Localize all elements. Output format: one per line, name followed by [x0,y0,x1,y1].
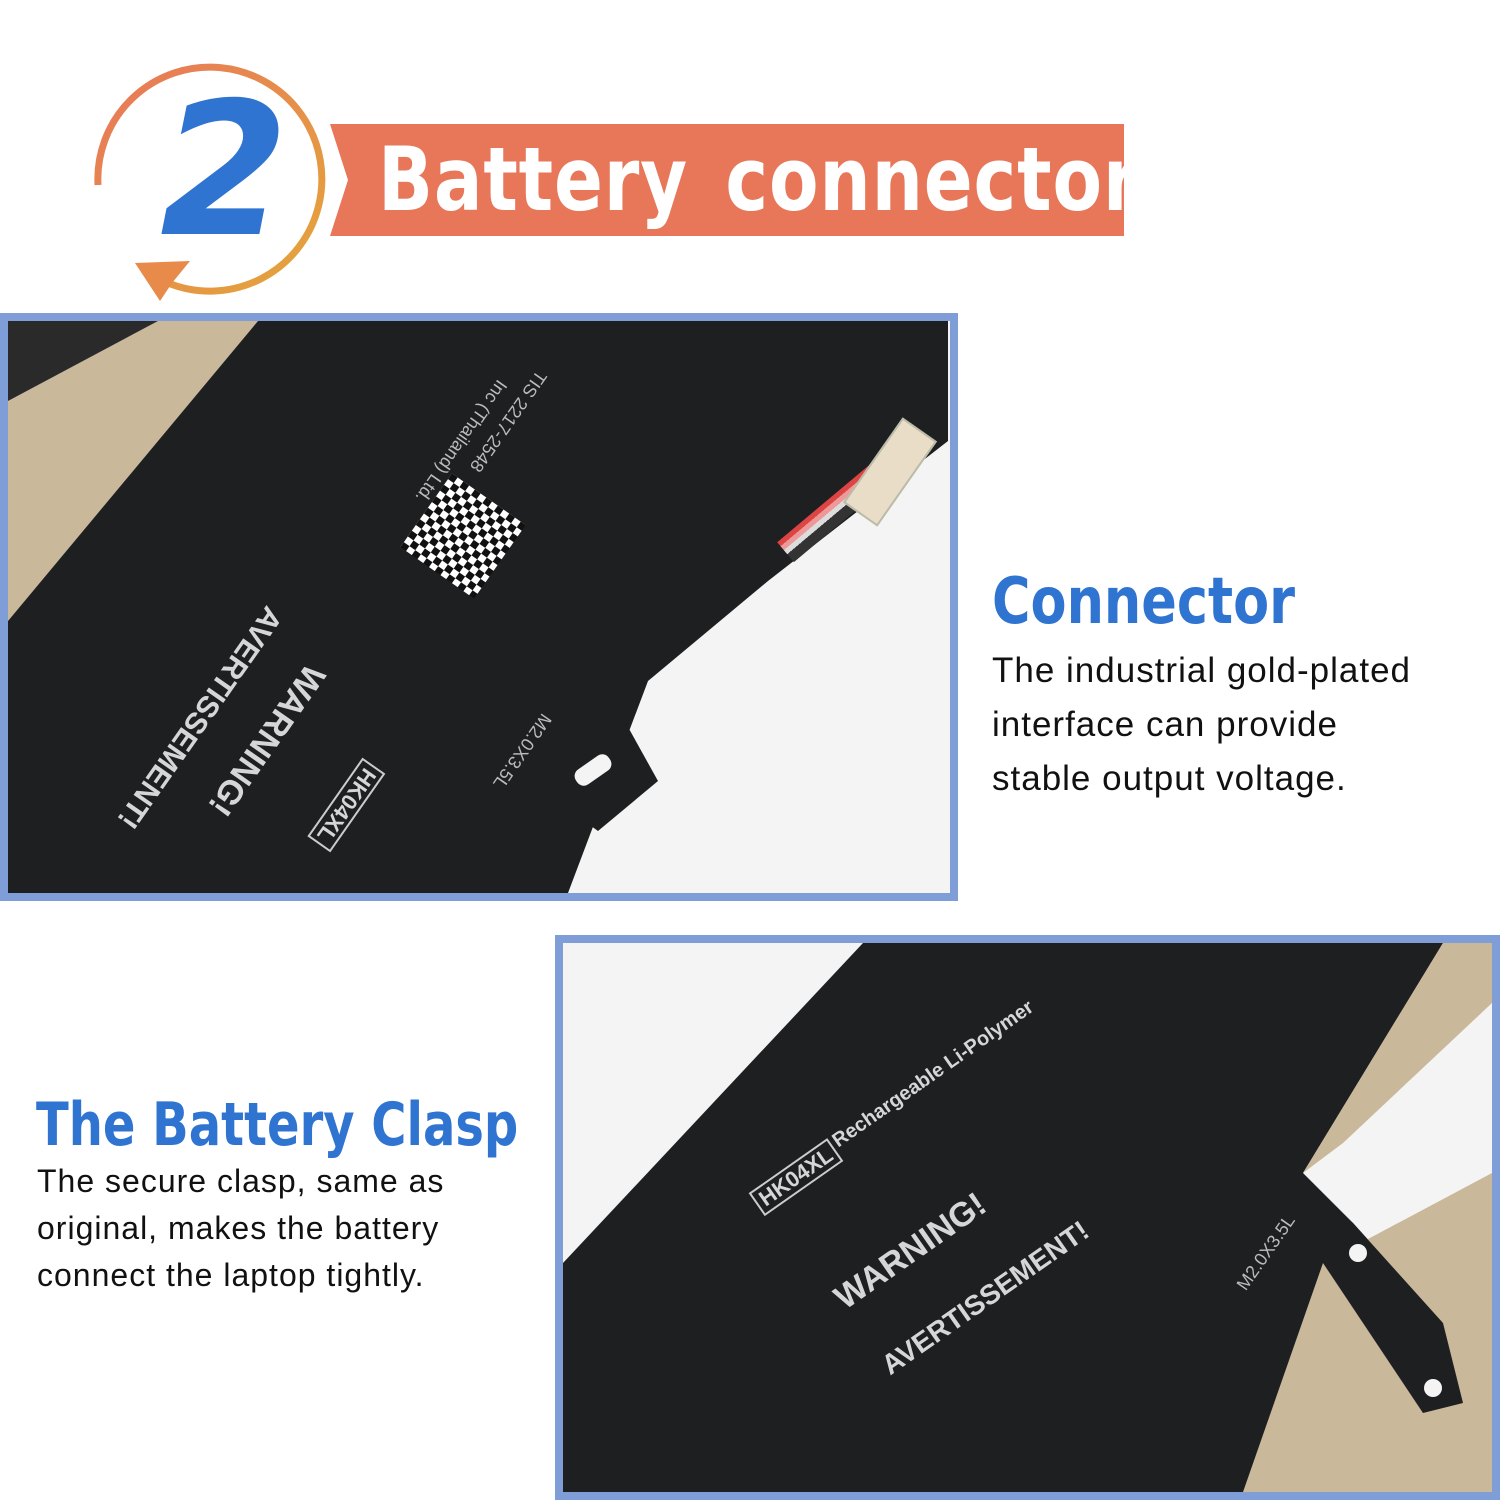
connector-photo: WARNING! AVERTISSEMENT! HK04XL M2.0X3.5L… [0,313,958,901]
battery-body [563,943,1492,1492]
page-title: Battery connector [378,128,1140,231]
step-badge-arrow-icon [94,63,326,301]
clasp-photo: Rechargeable Li-Polymer HK04XL WARNING! … [555,935,1500,1500]
battery-body [8,321,948,893]
description-line: The secure clasp, same as [37,1163,445,1199]
description-line: connect the laptop tightly. [37,1257,425,1293]
description-line: original, makes the battery [37,1210,440,1246]
connector-description: The industrial gold-plated interface can… [992,644,1411,806]
clasp-description: The secure clasp, same as original, make… [37,1158,444,1299]
description-line: stable output voltage. [992,759,1347,798]
description-line: The industrial gold-plated [992,651,1412,690]
description-line: interface can provide [992,705,1338,744]
title-banner [330,124,1124,236]
clasp-heading: The Battery Clasp [36,1090,519,1160]
connector-heading: Connector [992,565,1296,639]
step-number: 2 [160,62,289,278]
